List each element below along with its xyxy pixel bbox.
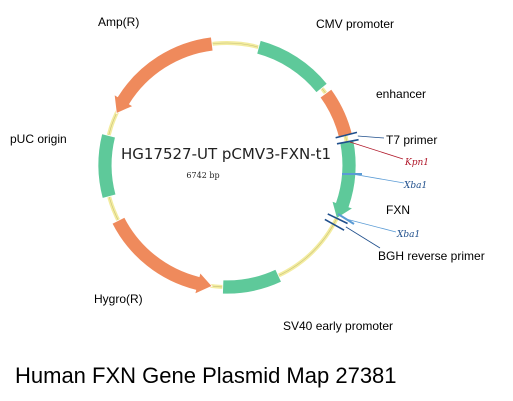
cmv-promoter-arc (256, 39, 328, 94)
bgh-primer-label: BGH reverse primer (378, 249, 485, 263)
primer-bgh-tick-2 (324, 218, 345, 231)
t7-primer-marker (335, 131, 385, 145)
puc-origin-arc (97, 133, 117, 199)
xba1-leader-line-1 (351, 173, 405, 184)
primer-bgh-leader (345, 226, 381, 249)
amp-resistance-arc (113, 36, 214, 115)
sv40-promoter-arc (222, 268, 283, 295)
primer-t7-tick-2 (336, 138, 359, 145)
primer-t7-leader (357, 135, 385, 139)
enhancer-label: enhancer (376, 87, 426, 101)
figure-caption: Human FXN Gene Plasmid Map 27381 (15, 363, 397, 388)
xba1-site-label-1: Xba1 (403, 181, 427, 191)
plasmid-size: 6742 bp (186, 171, 219, 180)
kpn1-site-label: Kpn1 (404, 158, 429, 168)
amp-label: Amp(R) (98, 15, 139, 29)
hygro-label: Hygro(R) (94, 292, 143, 306)
fxn-gene-arc (331, 139, 357, 220)
hygro-resistance-arc (111, 216, 213, 295)
t7-primer-label: T7 primer (386, 133, 437, 147)
enhancer-arc (319, 88, 353, 138)
plasmid-name: HG17527-UT pCMV3-FXN-t1 (121, 145, 331, 163)
xba1-site-label-2: Xba1 (396, 230, 420, 240)
xba1-leader-line-2 (345, 218, 397, 233)
sv40-label: SV40 early promoter (283, 319, 393, 333)
primer-bgh-tick-1 (327, 213, 348, 225)
primer-t7-tick-1 (335, 131, 358, 139)
cmv-label: CMV promoter (316, 17, 394, 31)
kpn1-leader-line (349, 141, 404, 160)
fxn-label: FXN (386, 203, 410, 217)
xba1-tick-2 (337, 213, 355, 225)
bgh-reverse-primer-marker (324, 213, 381, 249)
puc-label: pUC origin (10, 132, 67, 146)
